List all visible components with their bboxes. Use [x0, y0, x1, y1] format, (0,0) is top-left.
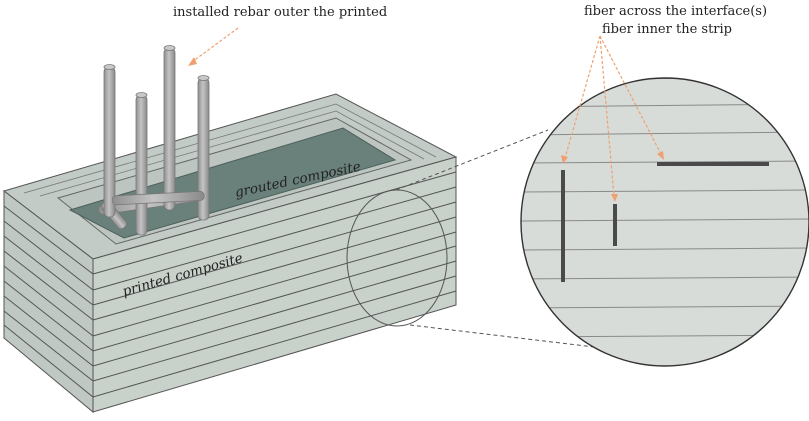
- rebar-cap: [163, 45, 176, 51]
- rebar-vertical-bar: [103, 66, 116, 218]
- grout-surface: [68, 127, 397, 239]
- label-fiber-inner: fiber inner the strip: [602, 22, 732, 37]
- fiber-across-interface: [561, 170, 565, 282]
- fiber-horizontal: [657, 162, 769, 166]
- rebar-cage: [98, 45, 210, 236]
- callout-arrow-rebar: [191, 27, 239, 63]
- callout-arrow-fiber-across: [564, 35, 601, 159]
- zoom-circle-border: [520, 77, 809, 367]
- rebar-cap: [135, 92, 148, 98]
- label-rebar: installed rebar outer the printed: [173, 5, 387, 20]
- callout-arrow-fiber-across-2: [599, 35, 662, 155]
- label-fiber-across: fiber across the interface(s): [584, 4, 767, 19]
- arrowhead: [657, 151, 664, 160]
- zoom-detail: [520, 77, 809, 367]
- layer-lines-side: [92, 171, 457, 398]
- layer-lines-front: [3, 205, 94, 398]
- arrowhead: [611, 194, 618, 202]
- rebar-cap: [103, 64, 116, 70]
- zoom-circle-bg: [521, 78, 809, 366]
- callout-arrow-fiber-inner: [599, 35, 615, 197]
- rebar-cap: [197, 75, 210, 81]
- rebar-vertical-bar: [135, 94, 148, 236]
- arrowhead: [188, 57, 197, 66]
- zoom-connector-line: [409, 324, 612, 350]
- fiber-inner-strip: [613, 204, 617, 246]
- arrowhead: [561, 155, 568, 164]
- zoom-connector-line: [395, 129, 549, 191]
- rebar-horizontal-bar: [111, 190, 205, 206]
- callout-arrowheads: [188, 57, 664, 202]
- rebar-vertical-bar: [163, 47, 176, 211]
- callout-arrows: [191, 27, 662, 197]
